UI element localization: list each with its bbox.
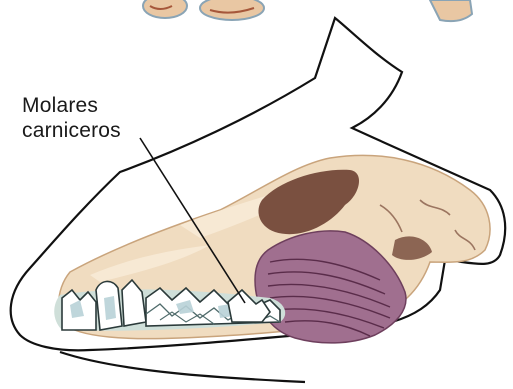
label-line-1: Molares: [22, 93, 121, 118]
lower-jaw-outline: [60, 352, 305, 382]
label-line-2: carniceros: [22, 118, 121, 143]
carnassial-molars-label: Molares carniceros: [22, 93, 121, 143]
top-thumbnail-left-icon: [143, 0, 264, 20]
top-thumbnail-right-icon: [430, 0, 472, 21]
